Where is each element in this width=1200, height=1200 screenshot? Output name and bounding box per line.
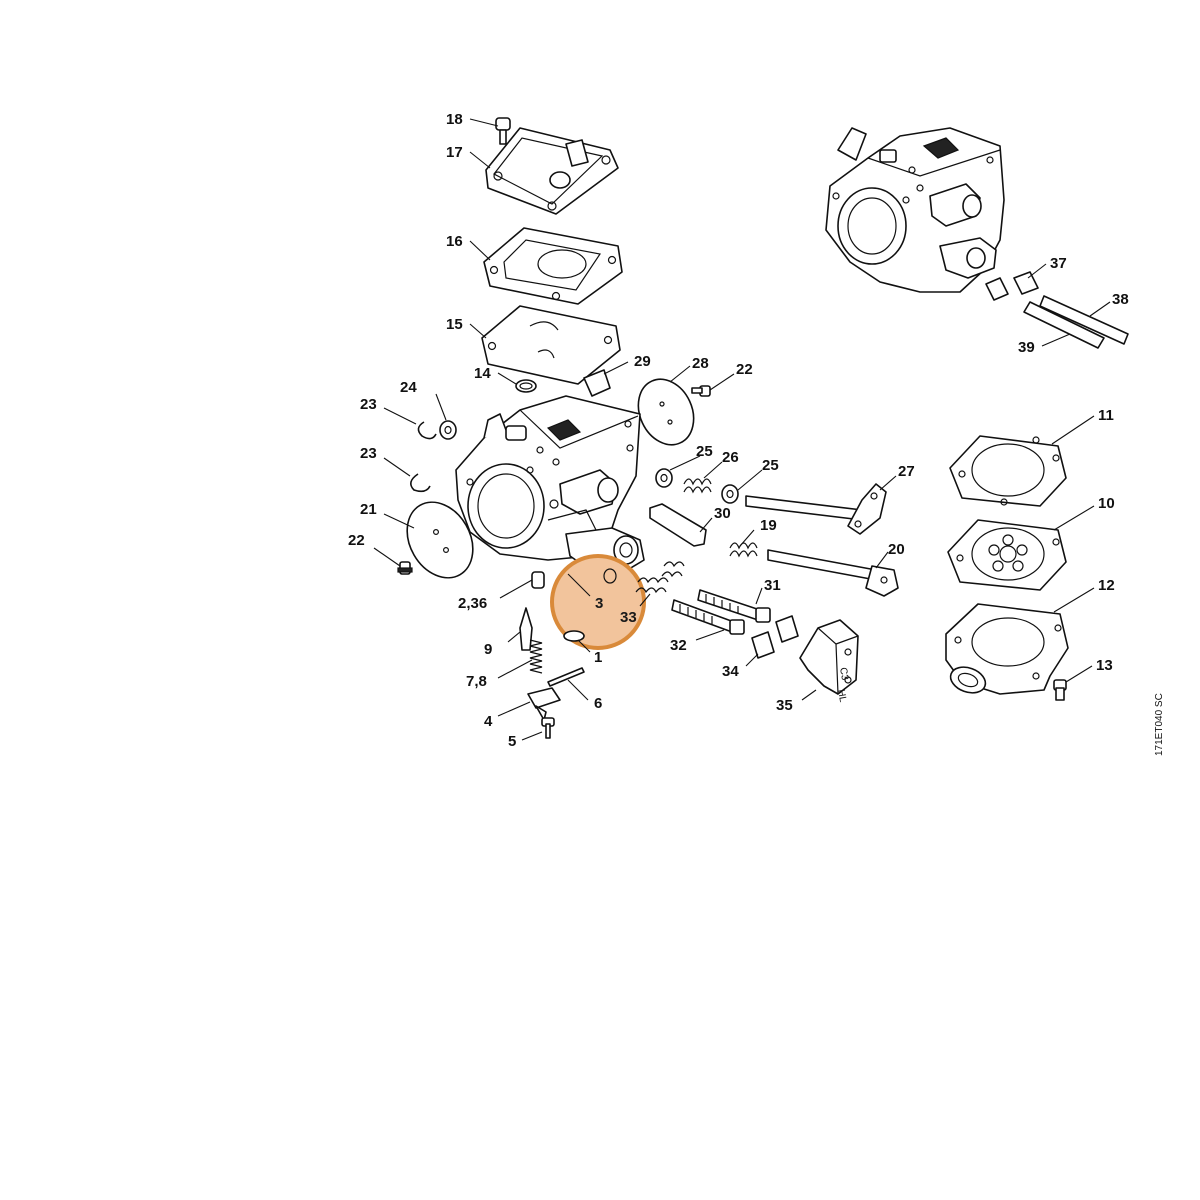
part-5-screw: [541, 717, 555, 739]
label-21: 21: [360, 501, 377, 518]
part-37-bushings: [985, 271, 1039, 301]
label-37: 37: [1050, 255, 1067, 272]
part-21-disc: [406, 501, 474, 579]
part-13-screw: [1053, 679, 1067, 701]
part-carburetor-body: [455, 395, 645, 573]
part-15-diaphragm: [481, 305, 621, 385]
label-3: 3: [595, 595, 603, 612]
part-18-screw: [495, 117, 511, 145]
label-33: 33: [620, 609, 637, 626]
label-18: 18: [446, 111, 463, 128]
svg-text:HL: HL: [835, 689, 848, 704]
label-16: 16: [446, 233, 463, 250]
label-27: 27: [898, 463, 915, 480]
part-11-gasket: [949, 435, 1067, 507]
part-19-spring: [729, 542, 758, 558]
part-14-strainer: [515, 379, 537, 393]
leader-lines: [373, 118, 1111, 741]
part-32-adjusting-screw: [671, 599, 745, 635]
part-39-shaft: [1023, 301, 1105, 349]
label-17: 17: [446, 144, 463, 161]
label-34: 34: [722, 663, 739, 680]
label-6: 6: [594, 695, 602, 712]
part-10-diaphragm: [947, 519, 1067, 591]
part-20-choke-shaft: [767, 549, 899, 597]
part-1-gasket: [563, 630, 585, 642]
part-26-spring: [683, 478, 712, 494]
label-2-36: 2,36: [458, 595, 487, 612]
label-25-a: 25: [696, 443, 713, 460]
label-23-lower: 23: [360, 445, 377, 462]
label-7-8: 7,8: [466, 673, 487, 690]
label-22-lower: 22: [348, 532, 365, 549]
label-32: 32: [670, 637, 687, 654]
part-inset-carburetor-body: [825, 127, 1005, 293]
label-11: 11: [1098, 407, 1114, 424]
label-10: 10: [1098, 495, 1115, 512]
label-28: 28: [692, 355, 709, 372]
label-14: 14: [474, 365, 491, 382]
part-24-washer: [439, 420, 457, 440]
part-22-screw-upper: [691, 385, 711, 397]
part-12-cover: [945, 603, 1069, 695]
label-23-upper: 23: [360, 396, 377, 413]
label-1: 1: [594, 649, 602, 666]
part-16-gasket: [483, 227, 623, 305]
part-22-screw-lower: [397, 561, 413, 575]
label-19: 19: [760, 517, 777, 534]
label-25-b: 25: [762, 457, 779, 474]
label-31: 31: [764, 577, 781, 594]
label-15: 15: [446, 316, 463, 333]
label-29: 29: [634, 353, 651, 370]
label-24: 24: [400, 379, 417, 396]
part-9-needle: [519, 607, 533, 651]
part-6-pin: [547, 667, 585, 687]
part-17-pump-cover: [485, 127, 619, 215]
label-30: 30: [714, 505, 731, 522]
label-35: 35: [776, 697, 793, 714]
part-31-adjusting-screw: [697, 589, 771, 623]
label-39: 39: [1018, 339, 1035, 356]
part-38-shaft: [1039, 295, 1129, 345]
label-5: 5: [508, 733, 516, 750]
part-33-spring: [635, 577, 669, 594]
part-29-block: [583, 369, 611, 397]
label-4: 4: [484, 713, 493, 730]
part-28-throttle-plate: [637, 378, 695, 446]
part-spring-b: [661, 561, 685, 578]
part-35-bracket: C3 HL: [799, 619, 859, 704]
part-34-limiter-caps: [751, 615, 799, 659]
part-27-throttle-shaft: [745, 483, 887, 535]
part-30-lever: [649, 503, 707, 547]
label-38: 38: [1112, 291, 1129, 308]
part-4-lever: [527, 687, 561, 721]
label-20: 20: [888, 541, 905, 558]
svg-text:C3: C3: [837, 667, 850, 682]
part-25-seal-a: [655, 468, 673, 488]
part-23-clip-upper: [417, 421, 437, 440]
part-7-8-spring: [529, 639, 543, 674]
part-23-clip-lower: [410, 473, 431, 493]
label-13: 13: [1096, 657, 1113, 674]
reference-code: 171ET040 SC: [1154, 693, 1165, 756]
part-2-36-plug: [531, 571, 545, 589]
label-9: 9: [484, 641, 492, 658]
label-22-upper: 22: [736, 361, 753, 378]
label-12: 12: [1098, 577, 1115, 594]
part-3-valve: [603, 568, 617, 584]
label-26: 26: [722, 449, 739, 466]
part-25-seal-b: [721, 484, 739, 504]
